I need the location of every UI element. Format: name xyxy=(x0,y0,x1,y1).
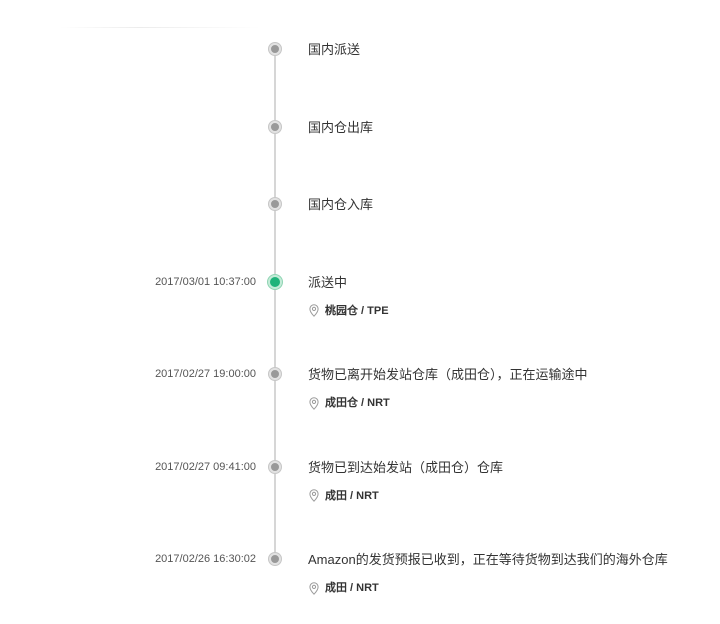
event-timestamp: 2017/02/27 09:41:00 xyxy=(155,460,256,473)
location-pin-icon xyxy=(309,581,319,595)
location-label: 成田 / NRT xyxy=(325,582,379,594)
location-label: 成田仓 / NRT xyxy=(325,397,390,409)
event-status: 国内派送 xyxy=(308,42,361,57)
event-timestamp: 2017/02/27 19:00:00 xyxy=(155,368,256,380)
shipment-timeline: 国内派送 国内仓出库 国内仓入库 2017/03/01 10:37:00 派送中… xyxy=(0,42,720,624)
event-status: 国内仓出库 xyxy=(308,119,374,135)
timeline-node xyxy=(269,368,281,380)
timeline-track-line xyxy=(274,49,276,560)
event-status: 货物已离开始发站仓库（成田仓），正在运输途中 xyxy=(308,367,588,382)
location-pin-icon xyxy=(309,396,319,410)
timeline-node xyxy=(269,460,281,473)
event-status: Amazon的发货预报已收到，正在等待货物到达我们的海外仓库 xyxy=(308,552,668,567)
event-location: 成田 / NRT xyxy=(309,581,379,595)
timeline-event: 2017/02/26 16:30:02 Amazon的发货预报已收到，正在等待货… xyxy=(0,552,720,624)
timeline-node xyxy=(269,43,281,55)
timeline-event: 国内派送 xyxy=(0,42,720,120)
event-status: 货物已到达始发站（成田仓）仓库 xyxy=(308,459,504,475)
timeline-event: 2017/03/01 10:37:00 派送中 桃园仓 / TPE xyxy=(0,274,720,368)
timeline-event: 国内仓入库 xyxy=(0,197,720,275)
location-label: 桃园仓 / TPE xyxy=(325,304,389,317)
location-label: 成田 / NRT xyxy=(325,489,379,502)
event-location: 桃园仓 / TPE xyxy=(309,304,389,318)
location-pin-icon xyxy=(309,304,319,317)
event-timestamp: 2017/02/26 16:30:02 xyxy=(155,553,256,565)
timeline-node xyxy=(269,120,281,133)
event-location: 成田仓 / NRT xyxy=(309,396,390,410)
timeline-event: 国内仓出库 xyxy=(0,120,720,198)
timeline-node xyxy=(269,198,281,210)
event-status: 派送中 xyxy=(308,274,348,290)
timeline-node xyxy=(269,553,281,565)
event-status: 国内仓入库 xyxy=(308,197,374,212)
timeline-event: 2017/02/27 09:41:00 货物已到达始发站（成田仓）仓库 成田 /… xyxy=(0,460,720,553)
event-timestamp: 2017/03/01 10:37:00 xyxy=(155,275,256,288)
location-pin-icon xyxy=(309,489,319,502)
event-location: 成田 / NRT xyxy=(309,489,379,503)
top-shadow-divider xyxy=(60,27,260,28)
timeline-node xyxy=(268,274,282,289)
timeline-event: 2017/02/27 19:00:00 货物已离开始发站仓库（成田仓），正在运输… xyxy=(0,367,720,460)
